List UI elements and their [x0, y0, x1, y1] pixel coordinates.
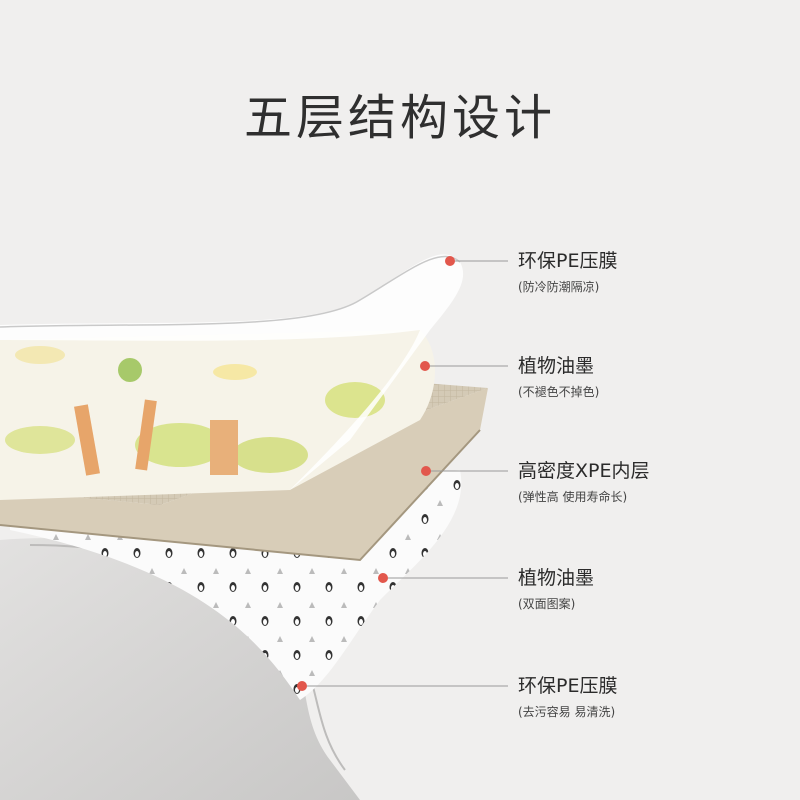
layer-name: 环保PE压膜	[518, 675, 618, 697]
layer-desc: (弹性高 使用寿命长)	[518, 490, 628, 504]
layer-name: 植物油墨	[518, 567, 595, 589]
layer-name: 植物油墨	[518, 355, 595, 377]
callout-layer-3: 高密度XPE内层 (弹性高 使用寿命长)	[518, 460, 649, 505]
callout-layer-1: 环保PE压膜 (防冷防潮隔凉)	[518, 250, 617, 295]
marker-5	[297, 681, 307, 691]
layer-desc: (去污容易 易清洗)	[518, 705, 616, 719]
page-title: 五层结构设计	[243, 90, 556, 146]
marker-4	[378, 573, 388, 583]
callout-layer-2: 植物油墨 (不褪色不掉色)	[518, 355, 599, 400]
layer-name: 高密度XPE内层	[518, 460, 650, 482]
layer-desc: (双面图案)	[518, 597, 576, 611]
top-pe-film	[0, 254, 464, 490]
callout-layer-5: 环保PE压膜 (去污容易 易清洗)	[518, 675, 617, 720]
layer-desc: (防冷防潮隔凉)	[518, 280, 600, 294]
callout-leaders	[302, 260, 508, 687]
xpe-foam-front	[0, 388, 488, 560]
bottom-pe-film	[0, 538, 360, 800]
callout-markers	[297, 256, 455, 691]
marker-1	[445, 256, 455, 266]
marker-2	[420, 361, 430, 371]
layer-desc: (不褪色不掉色)	[518, 385, 600, 399]
marker-3	[421, 466, 431, 476]
callout-layer-4: 植物油墨 (双面图案)	[518, 567, 594, 612]
layer-name: 环保PE压膜	[518, 250, 618, 272]
print-artwork	[5, 346, 385, 476]
